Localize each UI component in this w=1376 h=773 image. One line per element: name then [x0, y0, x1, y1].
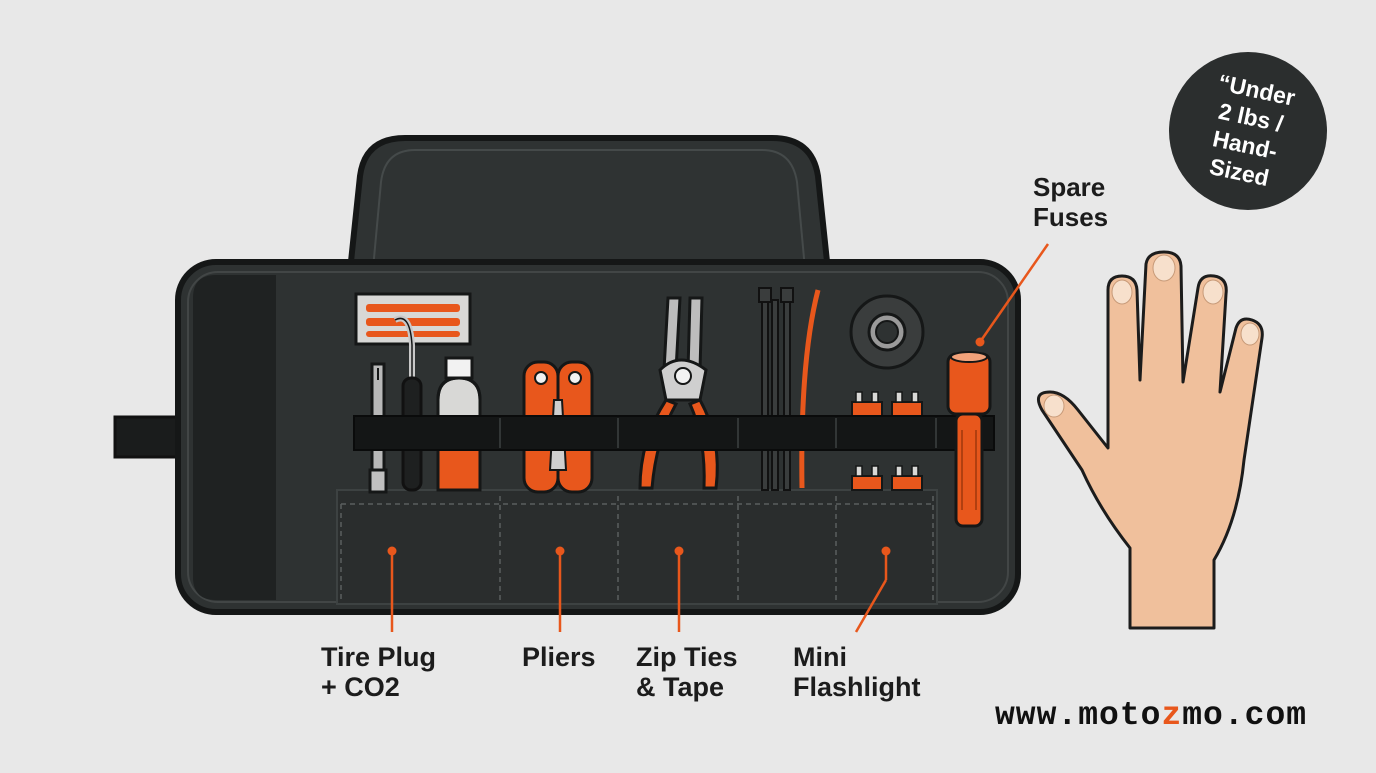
label-line: Flashlight — [793, 672, 921, 702]
label-line: + CO2 — [321, 672, 400, 702]
label-line: Pliers — [522, 642, 596, 672]
label-pliers: Pliers — [522, 642, 596, 672]
hand-icon — [1036, 250, 1264, 630]
flashlight-icon — [946, 351, 992, 528]
top-flap — [345, 135, 833, 293]
zip-ties-icon — [758, 287, 821, 491]
website-url[interactable]: www.motozmo.com — [995, 697, 1307, 734]
weight-badge: “Under 2 lbs / Hand- Sized — [1169, 52, 1327, 210]
label-tire-plug: Tire Plug + CO2 — [321, 642, 436, 702]
label-line: Spare — [1033, 172, 1106, 202]
label-line: Tire Plug — [321, 642, 437, 672]
label-line: Mini — [793, 642, 847, 672]
website-prefix: www.moto — [995, 697, 1162, 734]
label-line: Zip Ties — [636, 642, 738, 672]
label-line: Fuses — [1033, 202, 1109, 232]
leader-lines — [387, 243, 1050, 633]
website-suffix: mo.com — [1182, 697, 1308, 734]
badge-text: “Under 2 lbs / Hand- Sized — [1198, 68, 1298, 194]
pocket-panel — [336, 489, 938, 605]
label-flashlight: Mini Flashlight — [793, 642, 921, 702]
website-accent: z — [1161, 697, 1183, 734]
elastic-strap — [353, 415, 995, 451]
roll-end-panel — [193, 275, 276, 600]
side-tab — [113, 415, 187, 459]
label-spare-fuses: Spare Fuses — [1033, 172, 1108, 232]
label-line: & Tape — [636, 672, 725, 702]
label-zip-ties: Zip Ties & Tape — [636, 642, 738, 702]
electrical-tape-icon — [849, 294, 925, 370]
